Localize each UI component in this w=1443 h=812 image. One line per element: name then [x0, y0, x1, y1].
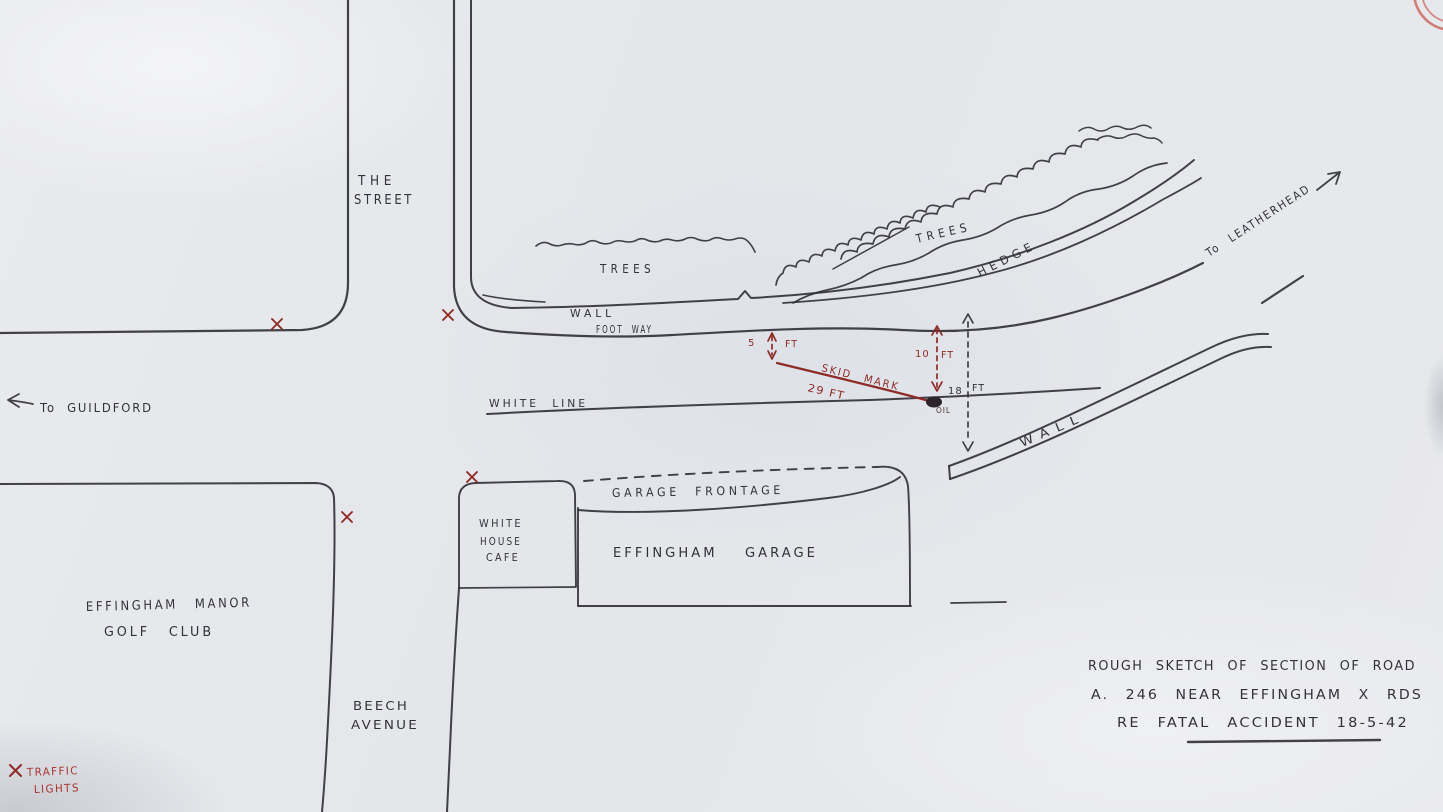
- the-street-label-line2: STREET: [354, 193, 414, 208]
- white-line-label: WHITE LINE: [489, 397, 588, 410]
- beech-avenue-label-line2: AVENUE: [351, 718, 419, 732]
- beech-avenue-east-edge: [446, 587, 460, 812]
- title-line3: RE FATAL ACCIDENT 18-5-42: [1117, 716, 1409, 731]
- buildings-linework: [0, 465, 1007, 812]
- ten-ft-value: 10: [915, 349, 930, 360]
- verge-line: [782, 177, 1202, 304]
- eighteen-ft-unit: FT: [972, 383, 985, 394]
- to-guildford-arrow: [7, 393, 34, 408]
- wall-north-label: WALL: [570, 307, 615, 320]
- hedge-line: [792, 162, 1168, 304]
- oil-spot: [926, 396, 942, 408]
- white-line-path: [486, 387, 1101, 415]
- garage-frontage-dashed-line: [583, 466, 878, 482]
- trees-linework: [535, 124, 1163, 286]
- beech-avenue-label-line1: BEECH: [353, 699, 409, 713]
- eighteen-ft-arrow-up: [962, 313, 974, 324]
- garage-building-top-edge: [577, 476, 901, 513]
- title-underline: [1186, 738, 1382, 744]
- five-ft-arrow-up: [767, 332, 777, 342]
- to-leatherhead-label: To LEATHERHEAD: [1202, 181, 1313, 260]
- garage-frontage-label: GARAGE FRONTAGE: [612, 483, 784, 500]
- road-fragment-line: [1260, 274, 1305, 305]
- road-linework: [0, 0, 1305, 415]
- golf-club-label-line2: GOLF CLUB: [104, 625, 214, 640]
- title-line1: ROUGH SKETCH OF SECTION OF ROAD: [1088, 659, 1416, 674]
- trees-west-label: TREES: [599, 262, 655, 276]
- five-ft-unit: FT: [785, 339, 798, 350]
- garage-plot-right-edge: [876, 465, 911, 606]
- golf-club-label-line1: EFFINGHAM MANOR: [86, 596, 252, 615]
- golfclub-boundary-and-beech-west-edge: [0, 482, 336, 812]
- traffic-signal-x-marker: [341, 511, 353, 523]
- skid-mark-line: [775, 361, 931, 403]
- labels: THE STREET TREES TREES HEDGE To LEATHERH…: [39, 174, 1423, 744]
- south-wall-top-edge: [948, 332, 1269, 467]
- eighteen-ft-value: 18: [948, 386, 963, 397]
- wall-south-label: WALL: [1018, 410, 1088, 450]
- trees-east-canopy-lower: [775, 204, 941, 286]
- stamp-mark-partial: [1413, 0, 1443, 31]
- trees-east-canopy-top-right: [1097, 133, 1163, 144]
- foot-way-label: FOOT WAY: [596, 323, 653, 336]
- cafe-label-line2: HOUSE: [480, 536, 522, 548]
- traffic-signal-markers: [8, 309, 478, 778]
- legend-x-marker: [8, 763, 23, 778]
- wall-north-line: [470, 0, 1195, 309]
- legend-lights-label: LIGHTS: [34, 781, 80, 796]
- five-ft-value: 5: [748, 338, 754, 349]
- title-line2: A. 246 NEAR EFFINGHAM X RDS: [1091, 688, 1423, 703]
- ten-ft-arrow-down: [931, 381, 943, 392]
- footway-kerb-line: [452, 0, 1205, 338]
- gate-line: [950, 601, 1007, 604]
- trees-east-canopy-upper: [840, 138, 1099, 260]
- to-guildford-label: To GUILDFORD: [39, 400, 153, 415]
- south-wall-bottom-edge: [949, 345, 1272, 480]
- the-street-label-line1: THE: [357, 174, 396, 189]
- cafe-label-line3: CAFE: [486, 552, 520, 564]
- cafe-label-line1: WHITE: [479, 518, 523, 530]
- traffic-signal-x-marker: [442, 309, 454, 321]
- south-wall-left-cap: [948, 465, 951, 480]
- hedge-label: HEDGE: [975, 238, 1038, 280]
- cafe-box-bottom: [458, 586, 577, 589]
- south-wall-band: [948, 332, 1272, 480]
- measurement-labels: 5 FT 10 FT 18 FT SKID MARK 29 FT OIL: [748, 338, 985, 415]
- street-west-edge-line: [0, 0, 350, 335]
- traffic-signal-x-marker: [466, 471, 478, 483]
- ten-ft-unit: FT: [941, 350, 954, 361]
- legend-traffic-lights: TRAFFIC LIGHTS: [26, 764, 80, 796]
- trees-east-baseline: [832, 226, 910, 270]
- effingham-garage-label: EFFINGHAM GARAGE: [613, 546, 818, 561]
- to-leatherhead-arrow: [1316, 171, 1341, 191]
- five-ft-arrow-down: [767, 350, 777, 360]
- trees-east-top-fringe: [1078, 124, 1152, 132]
- direction-arrows: [7, 171, 1341, 408]
- traffic-signal-x-marker: [271, 318, 283, 330]
- stamp-outer-ring: [1413, 0, 1443, 31]
- measurement-marks: [767, 313, 974, 452]
- skid-mark-length-label: 29 FT: [806, 382, 846, 402]
- cafe-box-outline: [458, 480, 577, 589]
- legend-traffic-label: TRAFFIC: [26, 764, 79, 779]
- eighteen-ft-arrow-down: [962, 441, 974, 452]
- trees-west-canopy-line: [535, 236, 756, 253]
- ten-ft-arrow-up: [931, 325, 943, 336]
- oil-label: OIL: [936, 406, 951, 415]
- wall-corner-restroke: [482, 294, 546, 303]
- trees-east-label: TREES: [914, 220, 973, 246]
